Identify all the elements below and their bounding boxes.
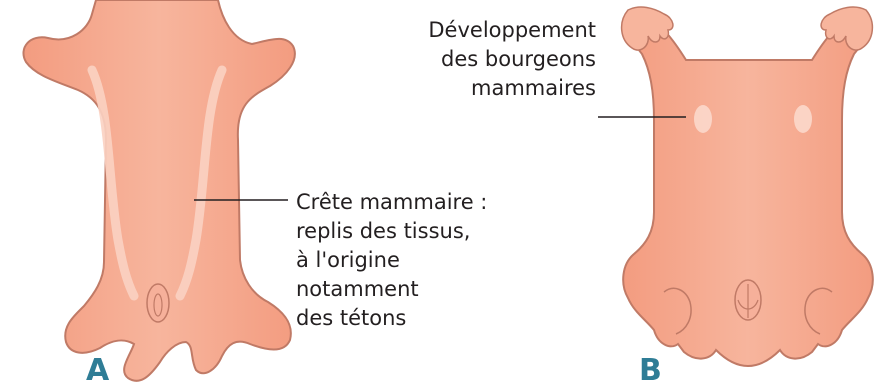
embryo-a-body — [23, 0, 294, 381]
mammary-buds-callout: Développement des bourgeons mammaires — [368, 16, 596, 103]
callout-a-line: Crête mammaire : — [296, 188, 487, 217]
callout-b-line: des bourgeons — [368, 45, 596, 74]
callout-b-line: mammaires — [368, 74, 596, 103]
mammary-bud-right — [794, 105, 812, 133]
mammary-bud-left — [694, 105, 712, 133]
mammary-ridge-callout: Crête mammaire : replis des tissus, à l'… — [296, 188, 487, 333]
panel-letter-a: A — [86, 356, 109, 386]
panel-letter-b: B — [639, 356, 662, 386]
callout-b-line: Développement — [368, 16, 596, 45]
embryo-a — [23, 0, 294, 381]
callout-a-line: replis des tissus, — [296, 217, 487, 246]
embryo-b — [622, 7, 873, 366]
callout-a-line: à l'origine — [296, 246, 487, 275]
callout-a-line: notamment — [296, 275, 487, 304]
callout-a-line: des tétons — [296, 304, 487, 333]
